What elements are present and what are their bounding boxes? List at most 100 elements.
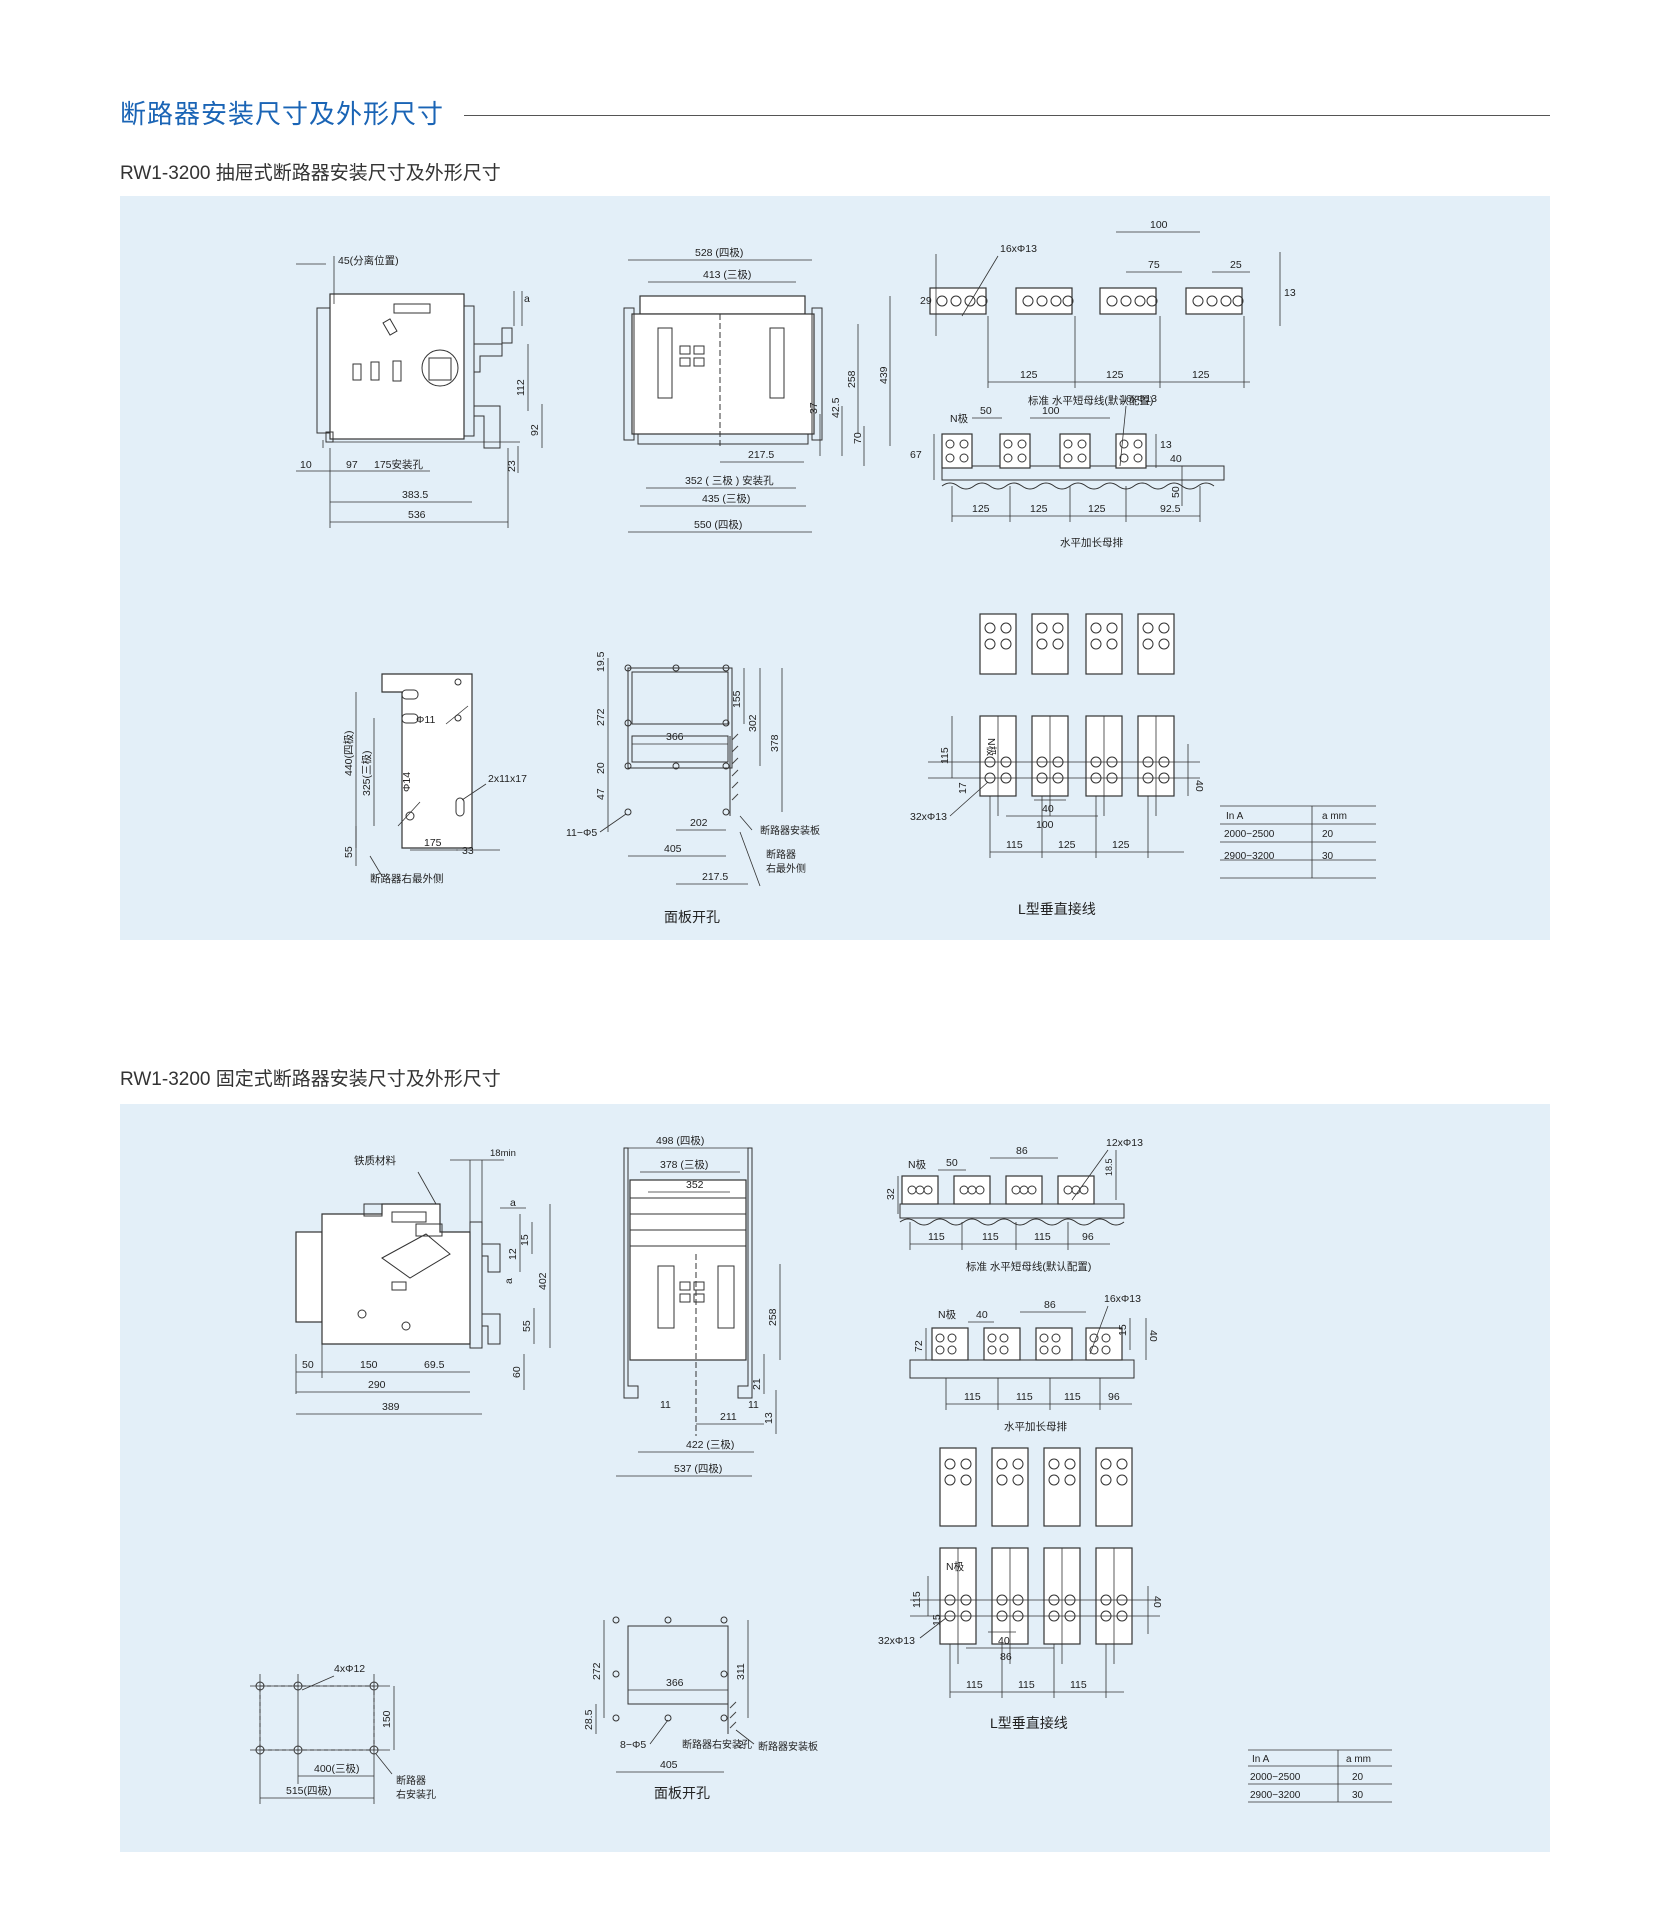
dim-label: 125 [1106,369,1124,381]
drawout-busbar-extended: N极 50 100 16xΦ13 67 13 40 50 125 125 125… [910,393,1225,549]
dim-label: 75 [1148,259,1160,271]
dim-label: 422 (三极) [686,1438,734,1451]
dim-label: 55 [343,846,355,858]
dim-label: 115 [966,1679,983,1691]
fixed-side-view: 铁质材料 18min a 12 15 a 55 402 60 50 150 69… [295,1148,551,1415]
dim-label: 115 [982,1231,999,1243]
table-cell: 2000−2500 [1250,1772,1301,1783]
table-header: a mm [1346,1754,1371,1765]
dim-label: 325(三极) [360,750,373,796]
drawout-side-view: 45(分离位置) a 112 92 23 10 97 175安装孔 383.5 … [296,254,543,528]
fixed-front-view: 498 (四极) 378 (三极) 352 258 21 13 11 11 21… [616,1134,781,1477]
caption: L型垂直接线 [1018,901,1096,917]
dim-label: 16xΦ13 [1000,243,1037,255]
dim-label: 366 [666,1677,684,1689]
dim-label: 45(分离位置) [338,254,399,267]
dim-label: 11 [748,1399,759,1411]
dim-label: 55 [521,1320,533,1332]
dim-label: 60 [511,1366,523,1378]
dim-label: 18min [490,1148,516,1159]
fixed-l-bus: 115 N极 15 40 32xΦ13 40 86 115 115 115 L型… [878,1447,1163,1731]
drawout-busbar-standard: 100 16xΦ13 75 25 29 13 125 125 125 标准 水平… [920,219,1296,407]
caption: 面板开孔 [654,1785,710,1801]
table-header: a mm [1322,811,1347,822]
dim-label: 125 [972,503,990,515]
fixed-table: In A a mm 2000−2500 20 2900−3200 30 [1248,1749,1392,1803]
dim-label: 202 [690,817,708,829]
dim-label: 2x11x17 [488,773,527,785]
dim-label: 18.5 [1104,1158,1114,1176]
dim-label: 115 [1006,839,1023,851]
dim-label: 32 [885,1188,897,1200]
dim-label: 125 [1030,503,1048,515]
dim-label: 11 [660,1399,671,1411]
dim-label: 115 [939,747,951,764]
dim-label: 389 [382,1401,400,1413]
dim-label: 550 (四极) [694,518,742,531]
dim-label: 402 [537,1272,549,1290]
dim-label: 515(四极) [286,1784,332,1797]
busbar-label: 水平加长母排 [1004,1420,1067,1433]
dim-label: N极 [908,1158,927,1171]
dim-label: 125 [1112,839,1130,851]
dim-label: 125 [1058,839,1076,851]
dim-label: 40 [1151,1596,1163,1608]
dim-label: 258 [846,370,858,388]
dim-label: 72 [913,1340,925,1352]
dim-label: 15 [931,1614,943,1626]
dim-label: 19.5 [595,651,607,672]
dim-label: 366 [666,731,684,743]
dim-label: 537 (四极) [674,1462,722,1475]
dim-label: N极 [938,1308,957,1321]
title-rule [464,115,1550,116]
dim-label: Φ14 [401,772,413,792]
dim-label: 311 [735,1663,747,1680]
mount-label: 断路器右最外侧 [370,872,444,885]
dim-label: 290 [368,1379,386,1391]
dim-label: 150 [381,1710,393,1728]
plate-label: 断路器安装板 [760,824,820,837]
dim-label: 40 [1170,453,1182,465]
dim-label: 12 [507,1248,519,1260]
dim-label: 100 [1150,219,1168,231]
table-cell: 20 [1322,829,1334,840]
right-label: 断路器 [766,848,796,861]
dim-label: 217.5 [748,449,774,461]
drawout-l-bus: 115 N极 17 40 32xΦ13 40 100 115 125 125 L… [910,613,1205,917]
dim-label: 352 [686,1179,704,1191]
table-cell: 30 [1322,851,1334,862]
dim-label: 112 [515,379,527,396]
dim-label: 352 ( 三极 ) 安装孔 [685,474,774,487]
dim-label: 383.5 [402,489,428,501]
dim-label: 29 [920,295,932,307]
fixed-section-title: RW1-3200 固定式断路器安装尺寸及外形尺寸 [120,1069,501,1090]
drawout-drawing: 45(分离位置) a 112 92 23 10 97 175安装孔 383.5 … [296,219,1376,925]
dim-label: 125 [1088,503,1106,515]
dim-label: 405 [664,843,682,855]
dim-label: 272 [591,1662,603,1680]
dim-label: 86 [1044,1299,1056,1311]
fixed-drawing: 铁质材料 18min a 12 15 a 55 402 60 50 150 69… [250,1134,1392,1804]
table-header: In A [1252,1754,1270,1765]
dim-label: 21 [751,1378,763,1390]
mount-label: 右安装孔 [396,1788,436,1801]
right-hole-label: 断路器右安装孔 [682,1738,752,1751]
dim-label: 498 (四极) [656,1134,704,1147]
table-cell: 2900−3200 [1224,851,1275,862]
dim-label: 155 [731,690,743,708]
dim-label: 33 [462,845,474,857]
dim-label: 217.5 [702,871,728,883]
dim-label: 97 [346,459,358,471]
dim-label: 272 [595,708,607,726]
dim-label: 96 [1082,1231,1094,1243]
busbar-label: 标准 水平短母线(默认配置) [1028,394,1153,407]
dim-label: 10 [300,459,312,471]
dim-label: N极 [946,1560,965,1573]
table-cell: 2900−3200 [1250,1790,1301,1801]
dim-label: 378 [769,734,781,752]
dim-label: 16xΦ13 [1120,393,1157,405]
dim-label: 40 [1193,780,1205,792]
dim-label: 40 [1147,1330,1159,1342]
dim-label: 150 [360,1359,378,1371]
table-cell: 20 [1352,1772,1364,1783]
